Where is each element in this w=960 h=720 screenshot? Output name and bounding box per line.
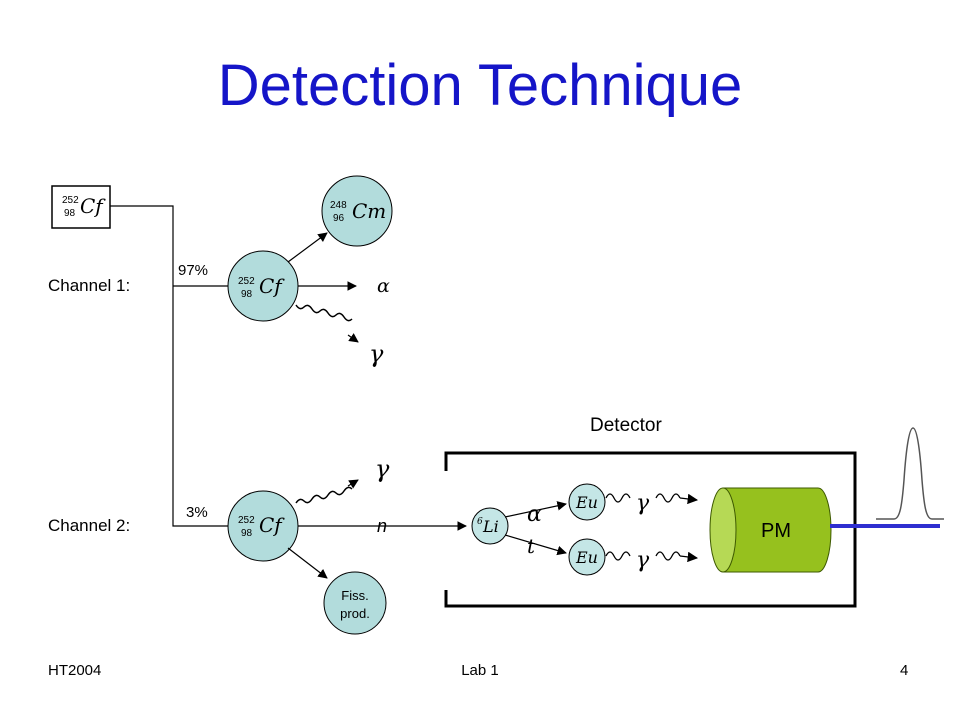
lithium-mass: 6 [477,517,483,527]
channel1-cm-nucleus: 248 96 Cm [321,175,393,247]
detector-triton-label: t [527,534,536,558]
channel1-daughter-atomic: 96 [333,213,345,224]
detector-triton-arrow [504,534,567,556]
channel1-parent-mass: 252 [238,276,255,287]
fission-products-line1: Fiss. [341,588,368,603]
channel1-parent-atomic: 98 [241,289,253,300]
source-nucleus-box: 252 98 Cf [51,185,111,229]
lithium-nucleus: 6 Li [471,507,509,545]
footer-center: Lab 1 [461,662,499,679]
channel2-parent-mass: 252 [238,515,255,526]
detector-gamma-bottom-label: γ [636,548,650,573]
neutron-label: n [377,516,387,536]
europium-top-symbol: Eu [575,493,598,512]
lithium-symbol: Li [482,517,499,536]
output-pulse-icon [876,427,944,520]
detector-alpha-label: α [527,502,542,527]
detector-gamma-top-label: γ [636,491,650,516]
channel2-branch-percent: 3% [186,504,208,521]
photomultiplier-label: PM [761,520,791,542]
channel2-gamma-wavy-arrow [295,479,359,504]
slide-title: Detection Technique [217,53,743,118]
fission-products-nucleus: Fiss. prod. [323,571,387,635]
source-atomic-number: 98 [64,208,76,219]
detector-alpha-arrow [504,501,567,518]
channel1-branch-percent: 97% [178,262,209,279]
source-mass-number: 252 [62,195,79,206]
branch-lines [110,205,234,527]
channel2-gamma-label: γ [375,455,390,483]
channel1-gamma-wavy-arrow [295,304,359,343]
channel1-cf-nucleus: 252 98 Cf [227,250,299,322]
channel1-daughter-arrow [287,232,328,263]
channel1-daughter-symbol: Cm [352,199,386,223]
channel2-cf-nucleus: 252 98 Cf [227,490,299,562]
detector-label: Detector [590,415,662,436]
europium-bottom-symbol: Eu [575,548,598,567]
detector-gamma-top-arrow [605,493,699,505]
channel2-parent-symbol: Cf [259,513,285,537]
channel1-daughter-mass: 248 [330,200,347,211]
detector-gamma-bottom-arrow [605,551,699,563]
channel2-parent-atomic: 98 [241,528,253,539]
detector-frame [444,451,857,608]
fission-products-line2: prod. [340,606,370,621]
channel1-parent-symbol: Cf [259,274,285,298]
channel1-alpha-label: α [377,275,390,297]
fission-products-arrow [287,547,328,579]
channel1-label: Channel 1: [48,276,131,295]
europium-bottom-nucleus: Eu [568,538,606,576]
channel2-label: Channel 2: [48,516,131,535]
source-symbol: Cf [80,194,106,218]
photomultiplier-tube: PM [709,487,832,573]
footer-page-number: 4 [900,662,909,679]
europium-top-nucleus: Eu [568,483,606,521]
channel1-gamma-label: γ [369,340,384,368]
footer-left: HT2004 [48,662,102,679]
